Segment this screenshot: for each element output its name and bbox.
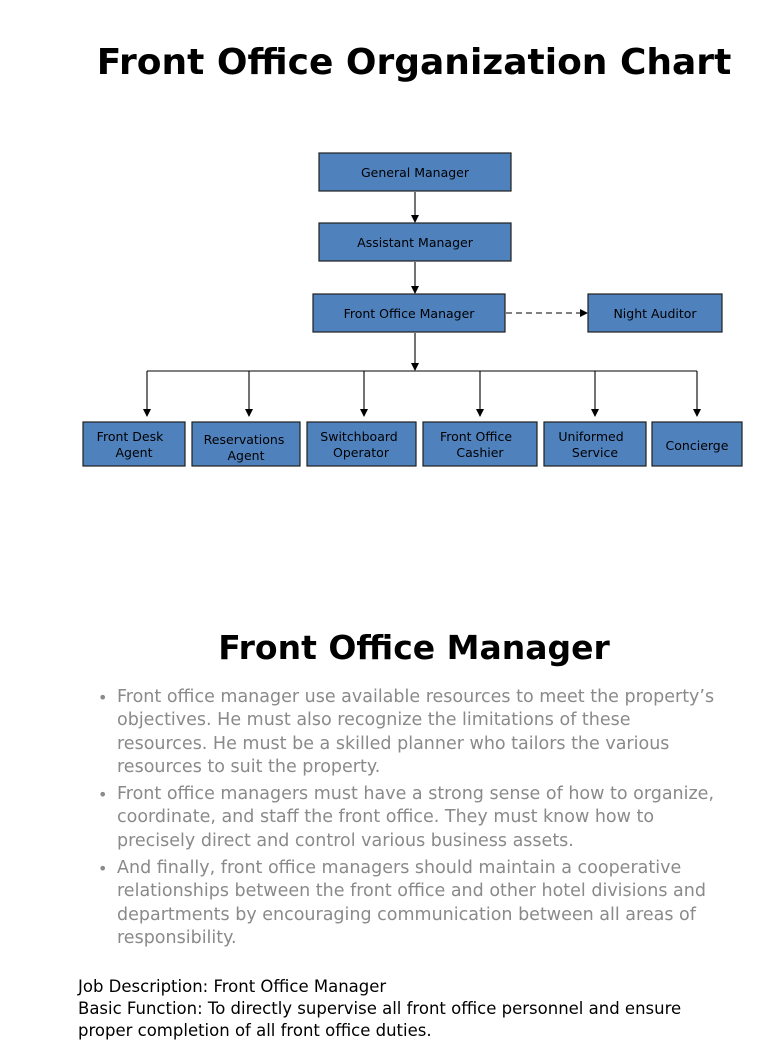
node-concierge: Concierge	[651, 421, 743, 467]
node-assistant-manager: Assistant Manager	[318, 222, 512, 262]
bullet-dot-icon: •	[98, 688, 108, 707]
bullet-dot-icon: •	[98, 859, 108, 879]
svg-text:Front Desk Agent: Front Desk Agent	[97, 429, 168, 460]
node-label-line2: Agent	[228, 448, 265, 463]
node-label-line1: Front Office	[440, 429, 512, 444]
bullet-item: • Front office managers must have a stro…	[98, 783, 718, 853]
node-night-auditor: Night Auditor	[587, 293, 723, 333]
node-label: Concierge	[666, 438, 729, 453]
svg-text:Switchboard Operator: Switchboard Operator	[320, 429, 401, 460]
node-label-line1: Front Desk	[97, 429, 164, 444]
node-label-line1: Uniformed	[558, 429, 623, 444]
node-front-desk-agent: Front Desk Agent	[82, 421, 186, 467]
node-label-line2: Operator	[333, 445, 390, 460]
job-description: Job Description: Front Office Manager Ba…	[78, 976, 768, 1042]
bullet-text: Front office manager use available resou…	[117, 687, 715, 777]
basic-function-text-cont: proper completion of all front office du…	[78, 1021, 432, 1040]
node-general-manager: General Manager	[318, 152, 512, 192]
bullet-text: Front office managers must have a strong…	[117, 784, 715, 851]
node-label: Assistant Manager	[357, 235, 474, 250]
node-label-line2: Service	[572, 445, 619, 460]
node-label: Front Office Manager	[344, 306, 476, 321]
section-title: Front Office Manager	[218, 628, 610, 667]
basic-function-text: Basic Function: To directly supervise al…	[78, 999, 682, 1018]
svg-text:Reservations Agent: Reservations Agent	[204, 432, 289, 463]
org-chart: General Manager Assistant Manager Front …	[82, 152, 743, 467]
node-label: General Manager	[361, 165, 470, 180]
bullet-text: And finally, front office managers shoul…	[117, 858, 706, 948]
bullet-item: • Front office manager use available res…	[98, 686, 718, 779]
node-reservations-agent: Reservations Agent	[191, 421, 301, 467]
node-uniformed-service: Uniformed Service	[543, 421, 647, 467]
node-label-line1: Switchboard	[320, 429, 397, 444]
svg-text:Front Office Cashier: Front Office Cashier	[440, 429, 516, 460]
bullet-dot-icon: •	[98, 785, 108, 805]
node-label-line2: Cashier	[456, 445, 504, 460]
node-front-office-cashier: Front Office Cashier	[422, 421, 538, 467]
node-label-line2: Agent	[116, 445, 153, 460]
node-switchboard-operator: Switchboard Operator	[306, 421, 417, 467]
page-title: Front Office Organization Chart	[96, 42, 732, 83]
bullet-list: • Front office manager use available res…	[98, 686, 718, 954]
node-label-line1: Reservations	[204, 432, 285, 447]
svg-text:Uniformed Service: Uniformed Service	[558, 429, 627, 460]
node-front-office-manager: Front Office Manager	[312, 293, 506, 333]
node-label: Night Auditor	[613, 306, 697, 321]
job-description-title: Job Description: Front Office Manager	[78, 977, 387, 996]
bullet-item: • And finally, front office managers sho…	[98, 857, 718, 950]
